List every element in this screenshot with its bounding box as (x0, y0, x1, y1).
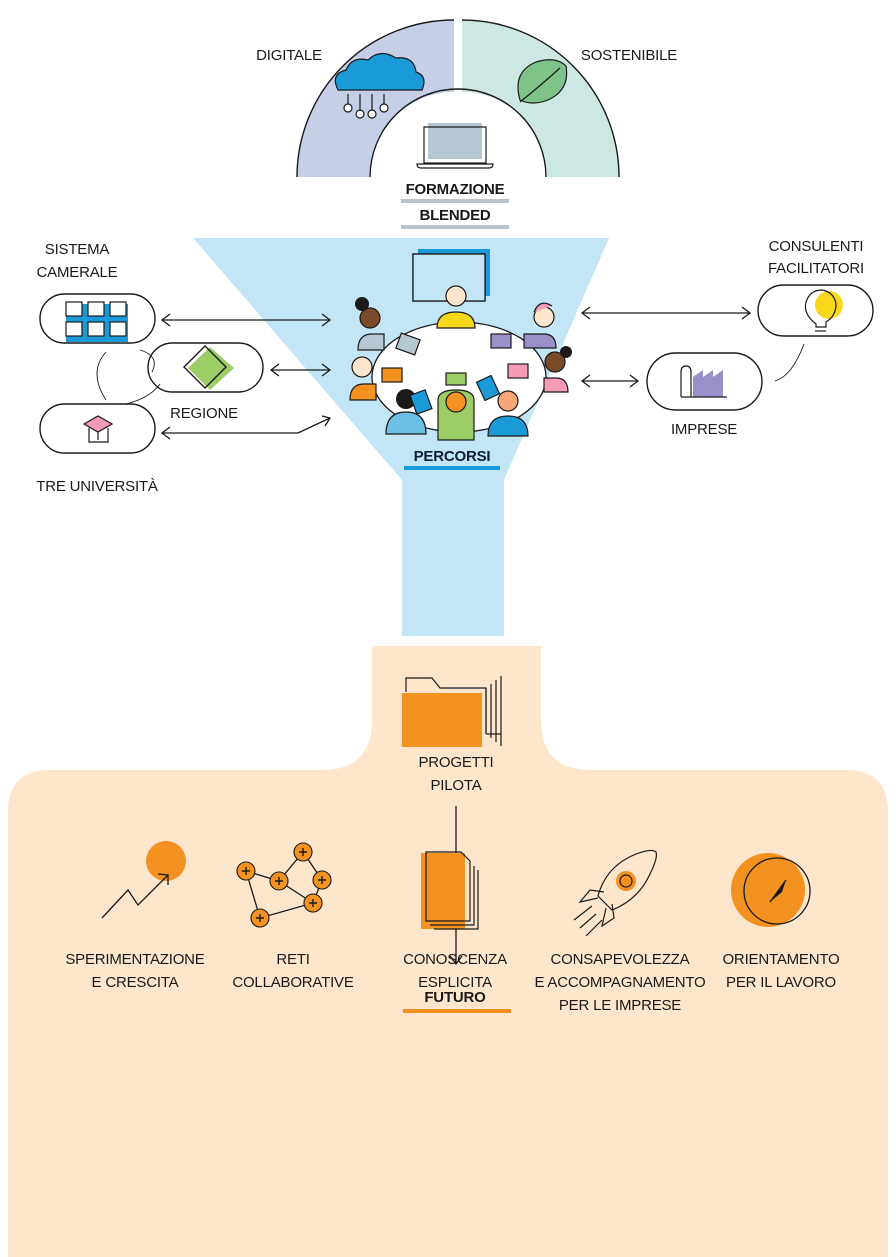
universita-label: TRE UNIVERSITÀ (36, 478, 158, 495)
left-curved-links (96, 349, 161, 405)
imprese-label: IMPRESE (670, 421, 738, 438)
futuro-label: FUTURO (424, 989, 486, 1006)
outcome-3-line2: ESPLICITA (418, 974, 492, 991)
outcome-2-line2: COLLABORATIVE (232, 974, 354, 991)
outcome-2-line1: RETI (276, 951, 310, 968)
outcome-4-line2: E ACCOMPAGNAMENTO (534, 974, 706, 991)
blended-label: BLENDED (419, 207, 491, 224)
rocket-icon (573, 849, 657, 937)
funnel-shape (193, 238, 609, 636)
network-icon (236, 842, 332, 928)
laptop-icon (416, 123, 494, 169)
growth-icon (101, 841, 186, 919)
digitale-label: DIGITALE (256, 47, 322, 64)
outcome-5-line2: PER IL LAVORO (726, 974, 836, 991)
progetti-label-line1: PROGETTI (418, 754, 494, 771)
blended-underline (401, 225, 509, 229)
outcome-5-line1: ORIENTAMENTO (722, 951, 840, 968)
percorsi-label: PERCORSI (413, 448, 491, 465)
connector-arrows (160, 306, 752, 440)
formazione-label: FORMAZIONE (405, 181, 505, 198)
meeting-illustration (349, 249, 572, 441)
documents-icon (421, 851, 479, 930)
formazione-underline (401, 199, 509, 203)
folder-icon (402, 676, 502, 747)
outcome-3-line1: CONOSCENZA (403, 951, 507, 968)
progetti-label-line2: PILOTA (430, 777, 482, 794)
consulenti-label-line2: FACILITATORI (768, 260, 864, 277)
regione-node (147, 342, 264, 393)
outcome-1-line2: E CRESCITA (91, 974, 179, 991)
consulenti-label-line1: CONSULENTI (768, 238, 864, 255)
cloud-icon (334, 52, 425, 119)
imprese-node (646, 352, 763, 411)
sistema-label-line2: CAMERALE (36, 264, 118, 281)
leaf-icon (517, 59, 568, 104)
outcome-1-line1: SPERIMENTAZIONE (65, 951, 205, 968)
future-background (8, 646, 888, 1257)
outcome-4-line3: PER LE IMPRESE (558, 997, 682, 1014)
consulenti-node (757, 284, 874, 337)
regione-label: REGIONE (170, 405, 238, 422)
sistema-camerale-node (39, 293, 156, 344)
right-curved-link (774, 343, 805, 382)
sistema-label-line1: SISTEMA (44, 241, 110, 258)
outcome-4-line1: CONSAPEVOLEZZA (550, 951, 690, 968)
universita-node (39, 403, 156, 454)
digitale-sector (297, 20, 454, 177)
futuro-underline-mark (403, 1009, 511, 1013)
compass-icon (731, 853, 811, 927)
percorsi-underline (404, 466, 500, 470)
sostenibile-label: SOSTENIBILE (580, 47, 678, 64)
